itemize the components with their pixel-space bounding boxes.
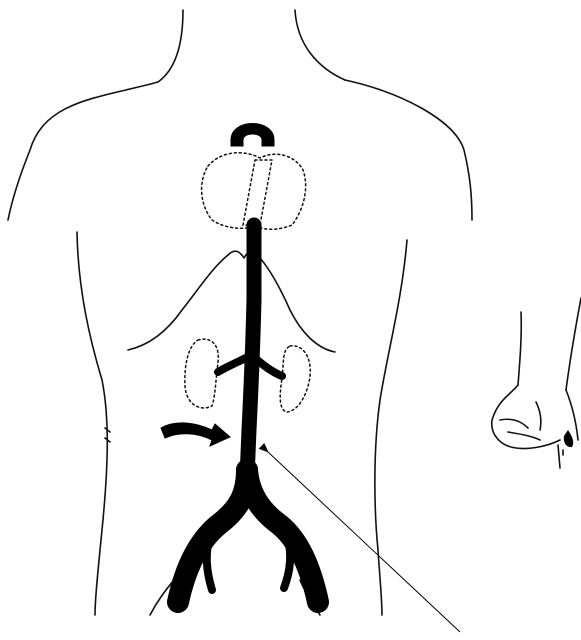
iliac-bifurcation [178,470,318,602]
aortic-arch [231,124,274,147]
torso-outline [8,10,472,615]
aorta [218,225,282,478]
right-hand [492,298,581,468]
blood-flow-arrow [161,423,230,446]
left-kidney [185,339,218,408]
